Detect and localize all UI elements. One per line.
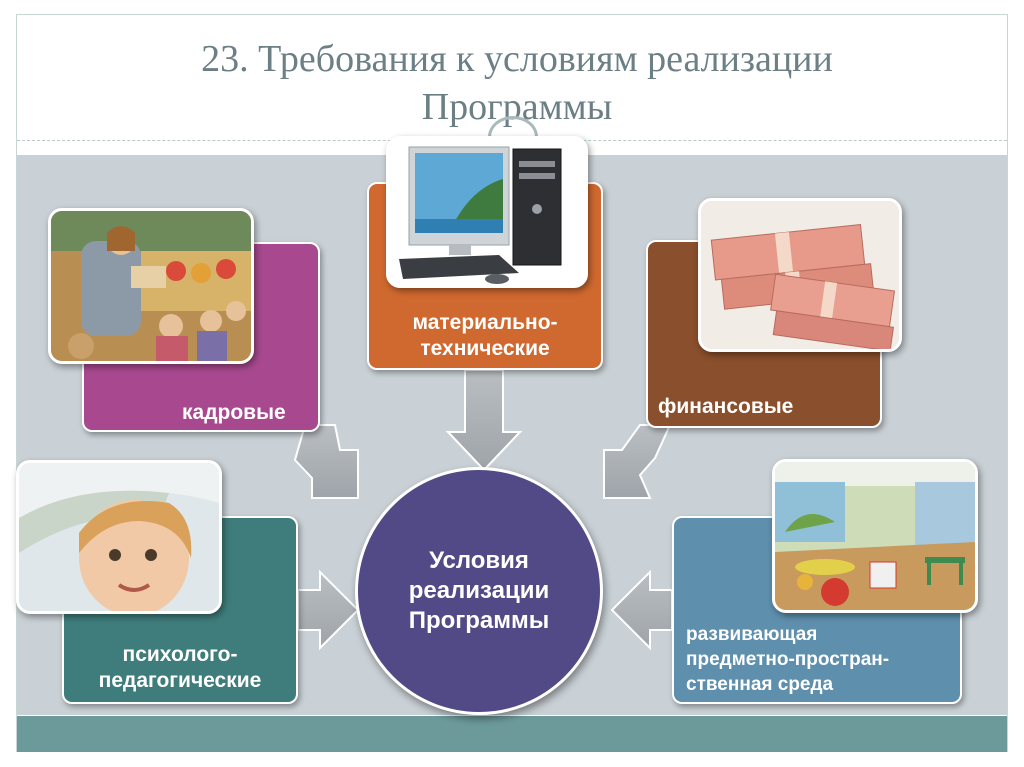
arrow-diag-left [293, 424, 359, 499]
box-razvivayushchaya-label: развивающая предметно-простран- ственная… [686, 622, 889, 697]
box-psycho-line1: психолого- [122, 643, 238, 666]
computer-photo [386, 136, 588, 288]
box-razvivayushchaya-line3: ственная среда [686, 674, 834, 695]
arrow-diag-right [603, 424, 672, 499]
box-kadrovye-label: кадровые [182, 401, 286, 424]
box-material-line1: материально- [412, 311, 558, 334]
money-photo [698, 198, 902, 352]
center-line1: Условия [429, 547, 529, 574]
teacher-reading-photo [48, 208, 254, 364]
box-razvivayushchaya-line2: предметно-простран- [686, 649, 890, 670]
playroom-photo [772, 459, 978, 613]
box-psycho-line2: педагогические [98, 669, 262, 692]
center-circle-text: Условия реализации Программы [358, 546, 600, 636]
center-line3: Программы [408, 607, 550, 634]
arrow-down [445, 369, 523, 472]
arrow-right [297, 569, 360, 651]
box-finansovye-label: финансовые [658, 395, 794, 418]
box-razvivayushchaya-line1: развивающая [686, 624, 818, 645]
box-material-label: материально- технические [369, 310, 601, 362]
slide-title: 23. Требования к условиям реализации Про… [77, 35, 957, 131]
box-psycho-label: психолого- педагогические [64, 642, 296, 694]
arrow-left [610, 569, 673, 651]
center-circle: Условия реализации Программы [355, 467, 603, 715]
child-photo [16, 460, 222, 614]
center-line2: реализации [408, 577, 550, 604]
bottom-bar [17, 716, 1007, 752]
box-material-line2: технические [420, 337, 550, 360]
slide-title-line1: 23. Требования к условиям реализации [201, 38, 833, 80]
